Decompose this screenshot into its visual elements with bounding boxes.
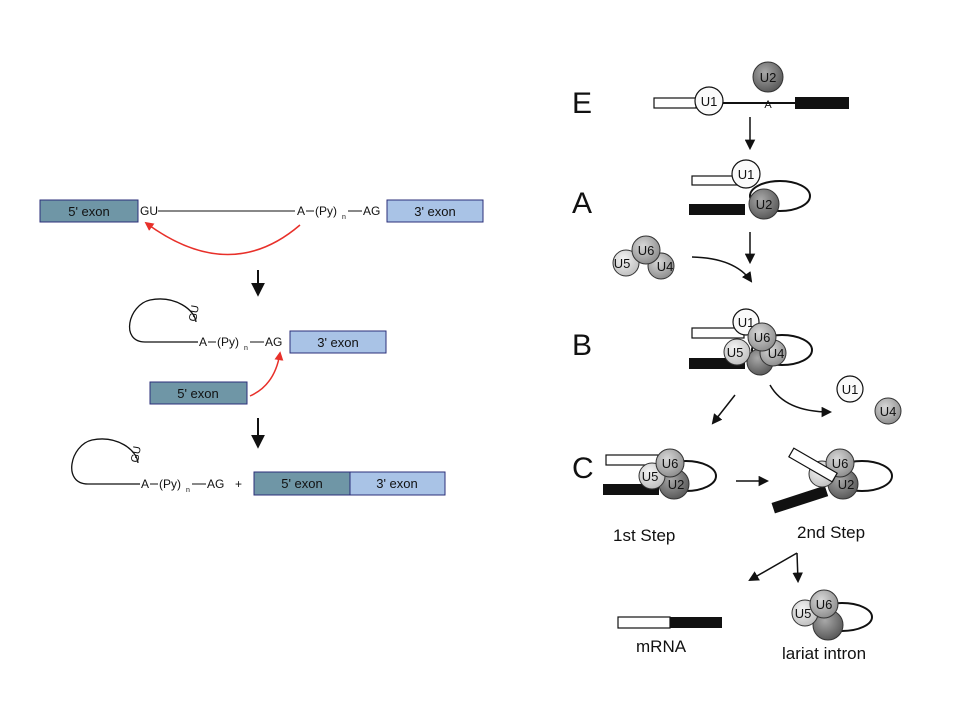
complex-b: U1 U5 U4 U6 bbox=[689, 308, 813, 376]
u1-snrnp bbox=[694, 86, 724, 116]
ag-label: AG bbox=[265, 335, 282, 349]
u5-snrnp bbox=[723, 338, 751, 366]
five-exon-label: 5' exon bbox=[177, 386, 219, 401]
complex-e: U1 U2 A bbox=[653, 61, 849, 116]
to-lariat-arrow bbox=[792, 552, 803, 584]
u5-label: U5 bbox=[642, 469, 659, 484]
u6-label: U6 bbox=[638, 243, 655, 258]
right-panel: E A B C U1 U2 A U2 U1 bbox=[572, 61, 902, 663]
branch-a-label: A bbox=[764, 99, 772, 111]
u2-snrnp bbox=[748, 188, 780, 220]
branch-a-label: A bbox=[199, 335, 207, 349]
pre-mrna-step: 5' exon GU A (Py) n AG 3' exon bbox=[39, 199, 484, 256]
second-step-caption: 2nd Step bbox=[797, 523, 865, 542]
down-left-arrow bbox=[711, 394, 736, 425]
u2-label: U2 bbox=[838, 477, 855, 492]
py-subscript: n bbox=[342, 214, 346, 221]
lariat-loop bbox=[128, 298, 198, 343]
five-exon-box bbox=[149, 381, 248, 405]
mrna-exon-5 bbox=[617, 616, 671, 629]
lariat-intron-complex: U5 U6 bbox=[791, 589, 873, 641]
u1-label: U1 bbox=[842, 382, 859, 397]
u4-label: U4 bbox=[657, 259, 674, 274]
joining-arrow bbox=[691, 256, 753, 283]
stage-label-c: C bbox=[572, 452, 594, 485]
five-exon-box bbox=[39, 199, 139, 223]
u2-label: U2 bbox=[668, 477, 685, 492]
u6-label: U6 bbox=[816, 597, 833, 612]
u4-label: U4 bbox=[880, 404, 897, 419]
three-exon-box bbox=[349, 471, 446, 496]
first-step-caption: 1st Step bbox=[613, 526, 675, 545]
released-u1 bbox=[836, 375, 864, 403]
three-exon-box bbox=[386, 199, 484, 223]
branch-a-label: A bbox=[297, 204, 305, 218]
exon-3-black bbox=[795, 97, 849, 109]
u2-snrnp bbox=[752, 61, 784, 93]
complex-c-first-step: U2 U5 U6 bbox=[603, 448, 717, 500]
py-label: (Py) bbox=[315, 204, 337, 218]
py-label: (Py) bbox=[159, 477, 181, 491]
u6-snrnp bbox=[631, 235, 661, 265]
u5-label: U5 bbox=[727, 345, 744, 360]
ag-label: AG bbox=[207, 477, 224, 491]
u6-label: U6 bbox=[662, 456, 679, 471]
py-label: (Py) bbox=[217, 335, 239, 349]
branch-a-label: A bbox=[141, 477, 149, 491]
tri-snrnp: U5 U4 U6 bbox=[612, 235, 675, 280]
spliced-product-step: GU A (Py) n AG + 5' exon 3' exon bbox=[71, 438, 446, 496]
u1-label: U1 bbox=[701, 94, 718, 109]
u1-label: U1 bbox=[738, 167, 755, 182]
gu-label: GU bbox=[140, 204, 158, 218]
release-arrow bbox=[769, 384, 833, 418]
three-exon-label: 3' exon bbox=[414, 204, 456, 219]
gu-label: GU bbox=[129, 445, 144, 463]
u1-snrnp bbox=[731, 159, 761, 189]
u4-label: U4 bbox=[768, 346, 785, 361]
to-mrna-arrow bbox=[748, 552, 798, 582]
complex-c-second-step: U2 U6 bbox=[771, 447, 893, 514]
stage-label-b: B bbox=[572, 329, 592, 362]
five-exon-label: 5' exon bbox=[281, 476, 323, 491]
u6-snrnp bbox=[825, 448, 855, 478]
stage-label-e: E bbox=[572, 87, 592, 120]
u2-label: U2 bbox=[756, 197, 773, 212]
ag-label: AG bbox=[363, 204, 380, 218]
red-attack-arrow bbox=[144, 221, 301, 256]
lariat-loop bbox=[71, 438, 140, 485]
u1-label: U1 bbox=[738, 315, 755, 330]
plus-sign: + bbox=[235, 477, 242, 491]
py-subscript: n bbox=[186, 487, 190, 494]
three-exon-label: 3' exon bbox=[317, 335, 359, 350]
u5-snrnp bbox=[612, 249, 640, 277]
three-exon-label: 3' exon bbox=[376, 476, 418, 491]
lariat-caption: lariat intron bbox=[782, 644, 866, 663]
u6-snrnp bbox=[655, 448, 685, 478]
u6-label: U6 bbox=[754, 330, 771, 345]
three-exon-box bbox=[289, 330, 387, 354]
u2-label: U2 bbox=[760, 70, 777, 85]
u6-snrnp bbox=[747, 322, 777, 352]
exon-5-white bbox=[653, 97, 697, 109]
u6-label: U6 bbox=[832, 456, 849, 471]
py-subscript: n bbox=[244, 345, 248, 352]
released-u4 bbox=[874, 397, 902, 425]
u5-label: U5 bbox=[614, 256, 631, 271]
stage-label-a: A bbox=[572, 187, 592, 220]
lariat-intermediate-step: GU A (Py) n AG 3' exon 5' exon bbox=[128, 298, 387, 405]
mrna-exon-3 bbox=[670, 617, 722, 628]
u5-label: U5 bbox=[795, 606, 812, 621]
intron-loop bbox=[749, 180, 811, 212]
complex-a: U2 U1 bbox=[689, 159, 811, 220]
u6-snrnp bbox=[809, 589, 839, 619]
gu-label: GU bbox=[187, 304, 202, 322]
five-exon-label: 5' exon bbox=[68, 204, 110, 219]
mrna-caption: mRNA bbox=[636, 637, 687, 656]
left-panel: 5' exon GU A (Py) n AG 3' exon GU A (Py)… bbox=[39, 199, 484, 496]
red-attack-arrow bbox=[249, 351, 284, 397]
